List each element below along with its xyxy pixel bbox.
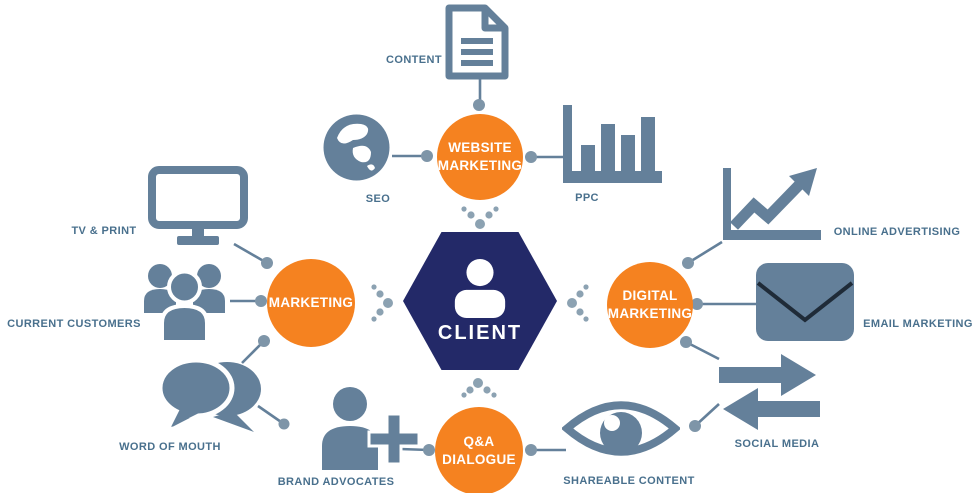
hub-marketing: MARKETING	[267, 259, 355, 347]
monitor-icon	[148, 166, 248, 247]
label-email-marketing: EMAIL MARKETING	[863, 318, 973, 330]
connector-eye-social	[694, 403, 720, 427]
label-online-advertising: ONLINE ADVERTISING	[833, 226, 961, 238]
speech-bubbles-icon	[157, 355, 263, 436]
label-content: CONTENT	[386, 54, 442, 66]
label-brand-advocates: BRAND ADVOCATES	[277, 476, 395, 488]
chevron-dots-bottom	[461, 378, 497, 398]
hub-digital-marketing: DIGITAL MARKETING	[607, 262, 693, 348]
label-seo: SEO	[365, 193, 391, 205]
label-tv-print: TV & PRINT	[71, 225, 137, 237]
label-word-of-mouth: WORD OF MOUTH	[119, 441, 221, 453]
hub-digital-marketing-label: DIGITAL MARKETING	[607, 288, 693, 321]
people-group-icon	[141, 261, 228, 342]
document-icon	[441, 4, 513, 80]
label-social-media: SOCIAL MEDIA	[734, 438, 820, 450]
label-current-customers: CURRENT CUSTOMERS	[7, 318, 141, 330]
line-chart-icon	[719, 166, 826, 244]
hub-website-marketing: WEBSITE MARKETING	[437, 114, 523, 200]
hub-qa-dialogue: Q&A DIALOGUE	[435, 407, 523, 493]
hub-qa-dialogue-label: Q&A DIALOGUE	[442, 434, 516, 467]
connector-digital-social	[685, 340, 720, 361]
chevron-dots-top	[461, 206, 499, 229]
connector-digital-online	[687, 240, 723, 265]
client-hexagon: CLIENT	[403, 232, 557, 370]
double-arrows-icon	[719, 352, 820, 431]
chevron-dots-right	[567, 284, 589, 322]
hub-marketing-label: MARKETING	[268, 295, 354, 311]
eye-icon	[562, 392, 680, 465]
globe-icon	[323, 114, 390, 181]
person-plus-icon	[311, 384, 421, 470]
bar-chart-icon	[561, 105, 664, 184]
label-shareable-content: SHAREABLE CONTENT	[563, 475, 695, 487]
client-label: CLIENT	[437, 321, 523, 344]
envelope-icon	[756, 263, 854, 341]
person-icon	[449, 258, 511, 318]
chevron-dots-left	[371, 284, 393, 322]
label-ppc: PPC	[575, 192, 599, 204]
hub-website-marketing-label: WEBSITE MARKETING	[437, 140, 523, 173]
